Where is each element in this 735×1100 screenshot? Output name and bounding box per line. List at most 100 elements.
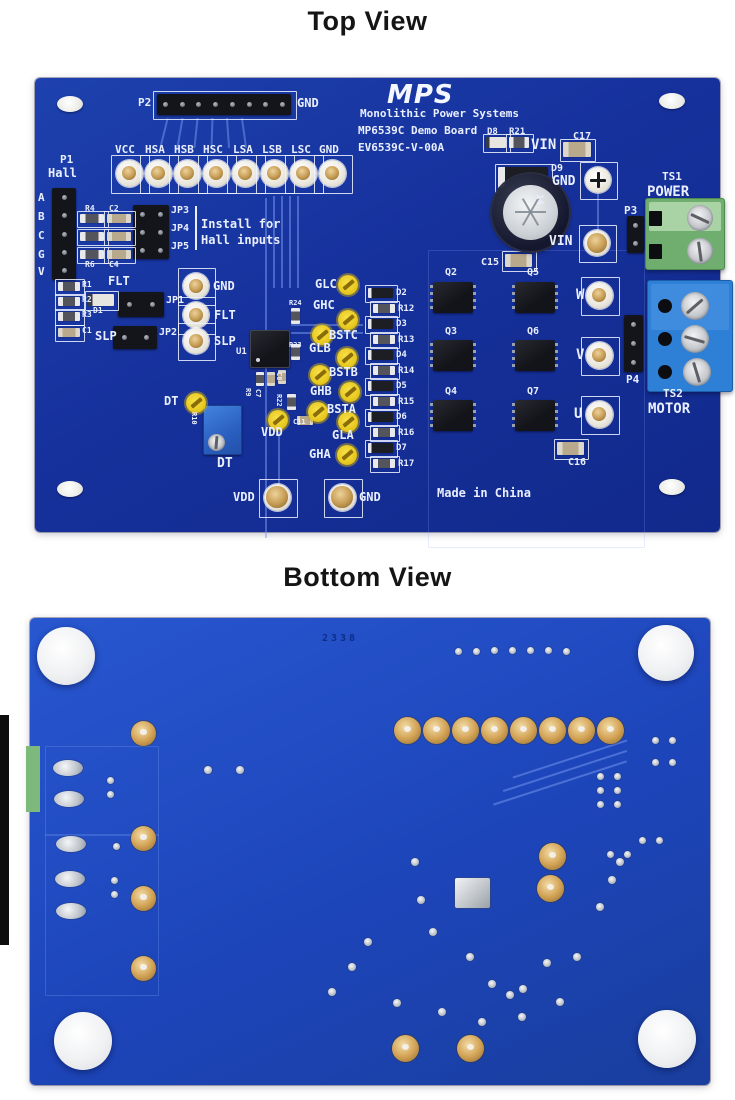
pin (143, 335, 149, 340)
via-pad (596, 716, 624, 744)
slot (189, 397, 203, 409)
pin (157, 247, 163, 253)
pin (157, 211, 163, 217)
r13-resistor-outline (370, 332, 400, 349)
d3-diode (368, 319, 393, 329)
solder-joint (596, 786, 604, 794)
label-vdd: VDD (233, 490, 255, 504)
pin (196, 102, 202, 107)
screw (683, 358, 711, 386)
silkscreen-divider (195, 206, 197, 250)
gold-center (591, 347, 606, 362)
label-jp5: JP5 (171, 241, 190, 252)
mps-logo: MPS (387, 80, 454, 110)
solder-pad (56, 903, 86, 919)
pin (631, 341, 636, 346)
label-c17: C17 (573, 131, 592, 142)
label-r23: R23 (289, 341, 302, 349)
gold-center (150, 165, 165, 180)
tp-lsb (260, 159, 288, 187)
pin (280, 102, 286, 107)
p2-header (157, 94, 291, 115)
tp-gnd-bottom-outline (323, 478, 363, 518)
pin (263, 102, 269, 107)
tp-vin-outline (579, 225, 617, 263)
solder-joint (651, 758, 659, 766)
label-c4: C4 (109, 260, 119, 269)
r12-resistor (373, 304, 395, 313)
pin (633, 222, 638, 228)
label-gnd: GND (297, 96, 319, 110)
via-pad (130, 825, 156, 851)
solder-joint (608, 876, 616, 884)
terminal-edge (26, 746, 40, 812)
label-gnd: GND (552, 174, 576, 189)
wire-hole (648, 210, 662, 226)
r17-resistor (373, 459, 395, 468)
label-slp: SLP (214, 334, 236, 348)
label-made-in-china: Made in China (437, 486, 531, 500)
label-gnd: GND (359, 490, 381, 504)
gold-center (324, 165, 339, 180)
solder-joint (438, 1008, 446, 1016)
tp-hsc (202, 159, 230, 187)
pin (121, 335, 127, 340)
label-14: 14 (534, 194, 544, 205)
slot (341, 314, 355, 326)
label-jp2: JP2 (159, 327, 178, 338)
solder-joint (110, 876, 118, 884)
d2-diode-outline (365, 285, 398, 303)
label-lsb: LSB (262, 143, 282, 156)
label-gnd: GND (319, 143, 339, 156)
tp-gnd-vin (585, 167, 611, 193)
label-d6: D6 (396, 412, 407, 422)
q5-mosfet (512, 282, 558, 313)
solder-joint (429, 928, 437, 936)
jp1-jumper (118, 292, 164, 317)
tp-lsa (231, 159, 259, 187)
r21-resistor (509, 137, 529, 148)
solder-joint (106, 790, 114, 798)
label-c: C (38, 229, 45, 242)
solder-joint (112, 842, 120, 850)
label-glc: GLC (315, 277, 337, 291)
gold-center (189, 334, 203, 348)
top-view-title: Top View (307, 6, 428, 36)
slot (341, 279, 355, 291)
wire-hole (648, 243, 662, 259)
label-c11: C11 (293, 418, 306, 426)
slot (313, 369, 327, 381)
tp-v-outline (580, 336, 620, 376)
tp-v (585, 341, 613, 369)
c11-capacitor (297, 416, 313, 425)
copper-trace (281, 196, 283, 288)
label-r1: R1 (82, 280, 92, 289)
via-pad (451, 716, 479, 744)
silkscreen-box (153, 91, 297, 120)
mounting-hole (57, 481, 83, 497)
via-pad (538, 842, 566, 870)
rubber-foot (54, 1012, 112, 1070)
label-gla: GLA (332, 428, 354, 442)
ts1-power-terminal (645, 198, 725, 270)
label-motor: MOTOR (648, 401, 691, 417)
tp-ghc (338, 310, 358, 330)
label-r15: R15 (398, 397, 415, 407)
copper-trace (597, 194, 599, 238)
label-hsc: HSC (203, 143, 223, 156)
c15-capacitor-outline (502, 251, 537, 272)
tp-slp-outline (178, 323, 216, 361)
gold-center (266, 165, 281, 180)
copper-trace (193, 117, 199, 149)
gold-center (189, 308, 203, 322)
screw (207, 433, 225, 451)
c1-capacitor (58, 328, 80, 337)
pin (139, 247, 145, 253)
d5-diode-outline (365, 378, 398, 396)
solder-joint (490, 646, 498, 654)
wire-hole (658, 332, 672, 346)
q7-mosfet (512, 400, 558, 431)
copper-trace (291, 324, 363, 326)
label-ghb: GHB (310, 384, 332, 398)
solder-joint (613, 800, 621, 808)
